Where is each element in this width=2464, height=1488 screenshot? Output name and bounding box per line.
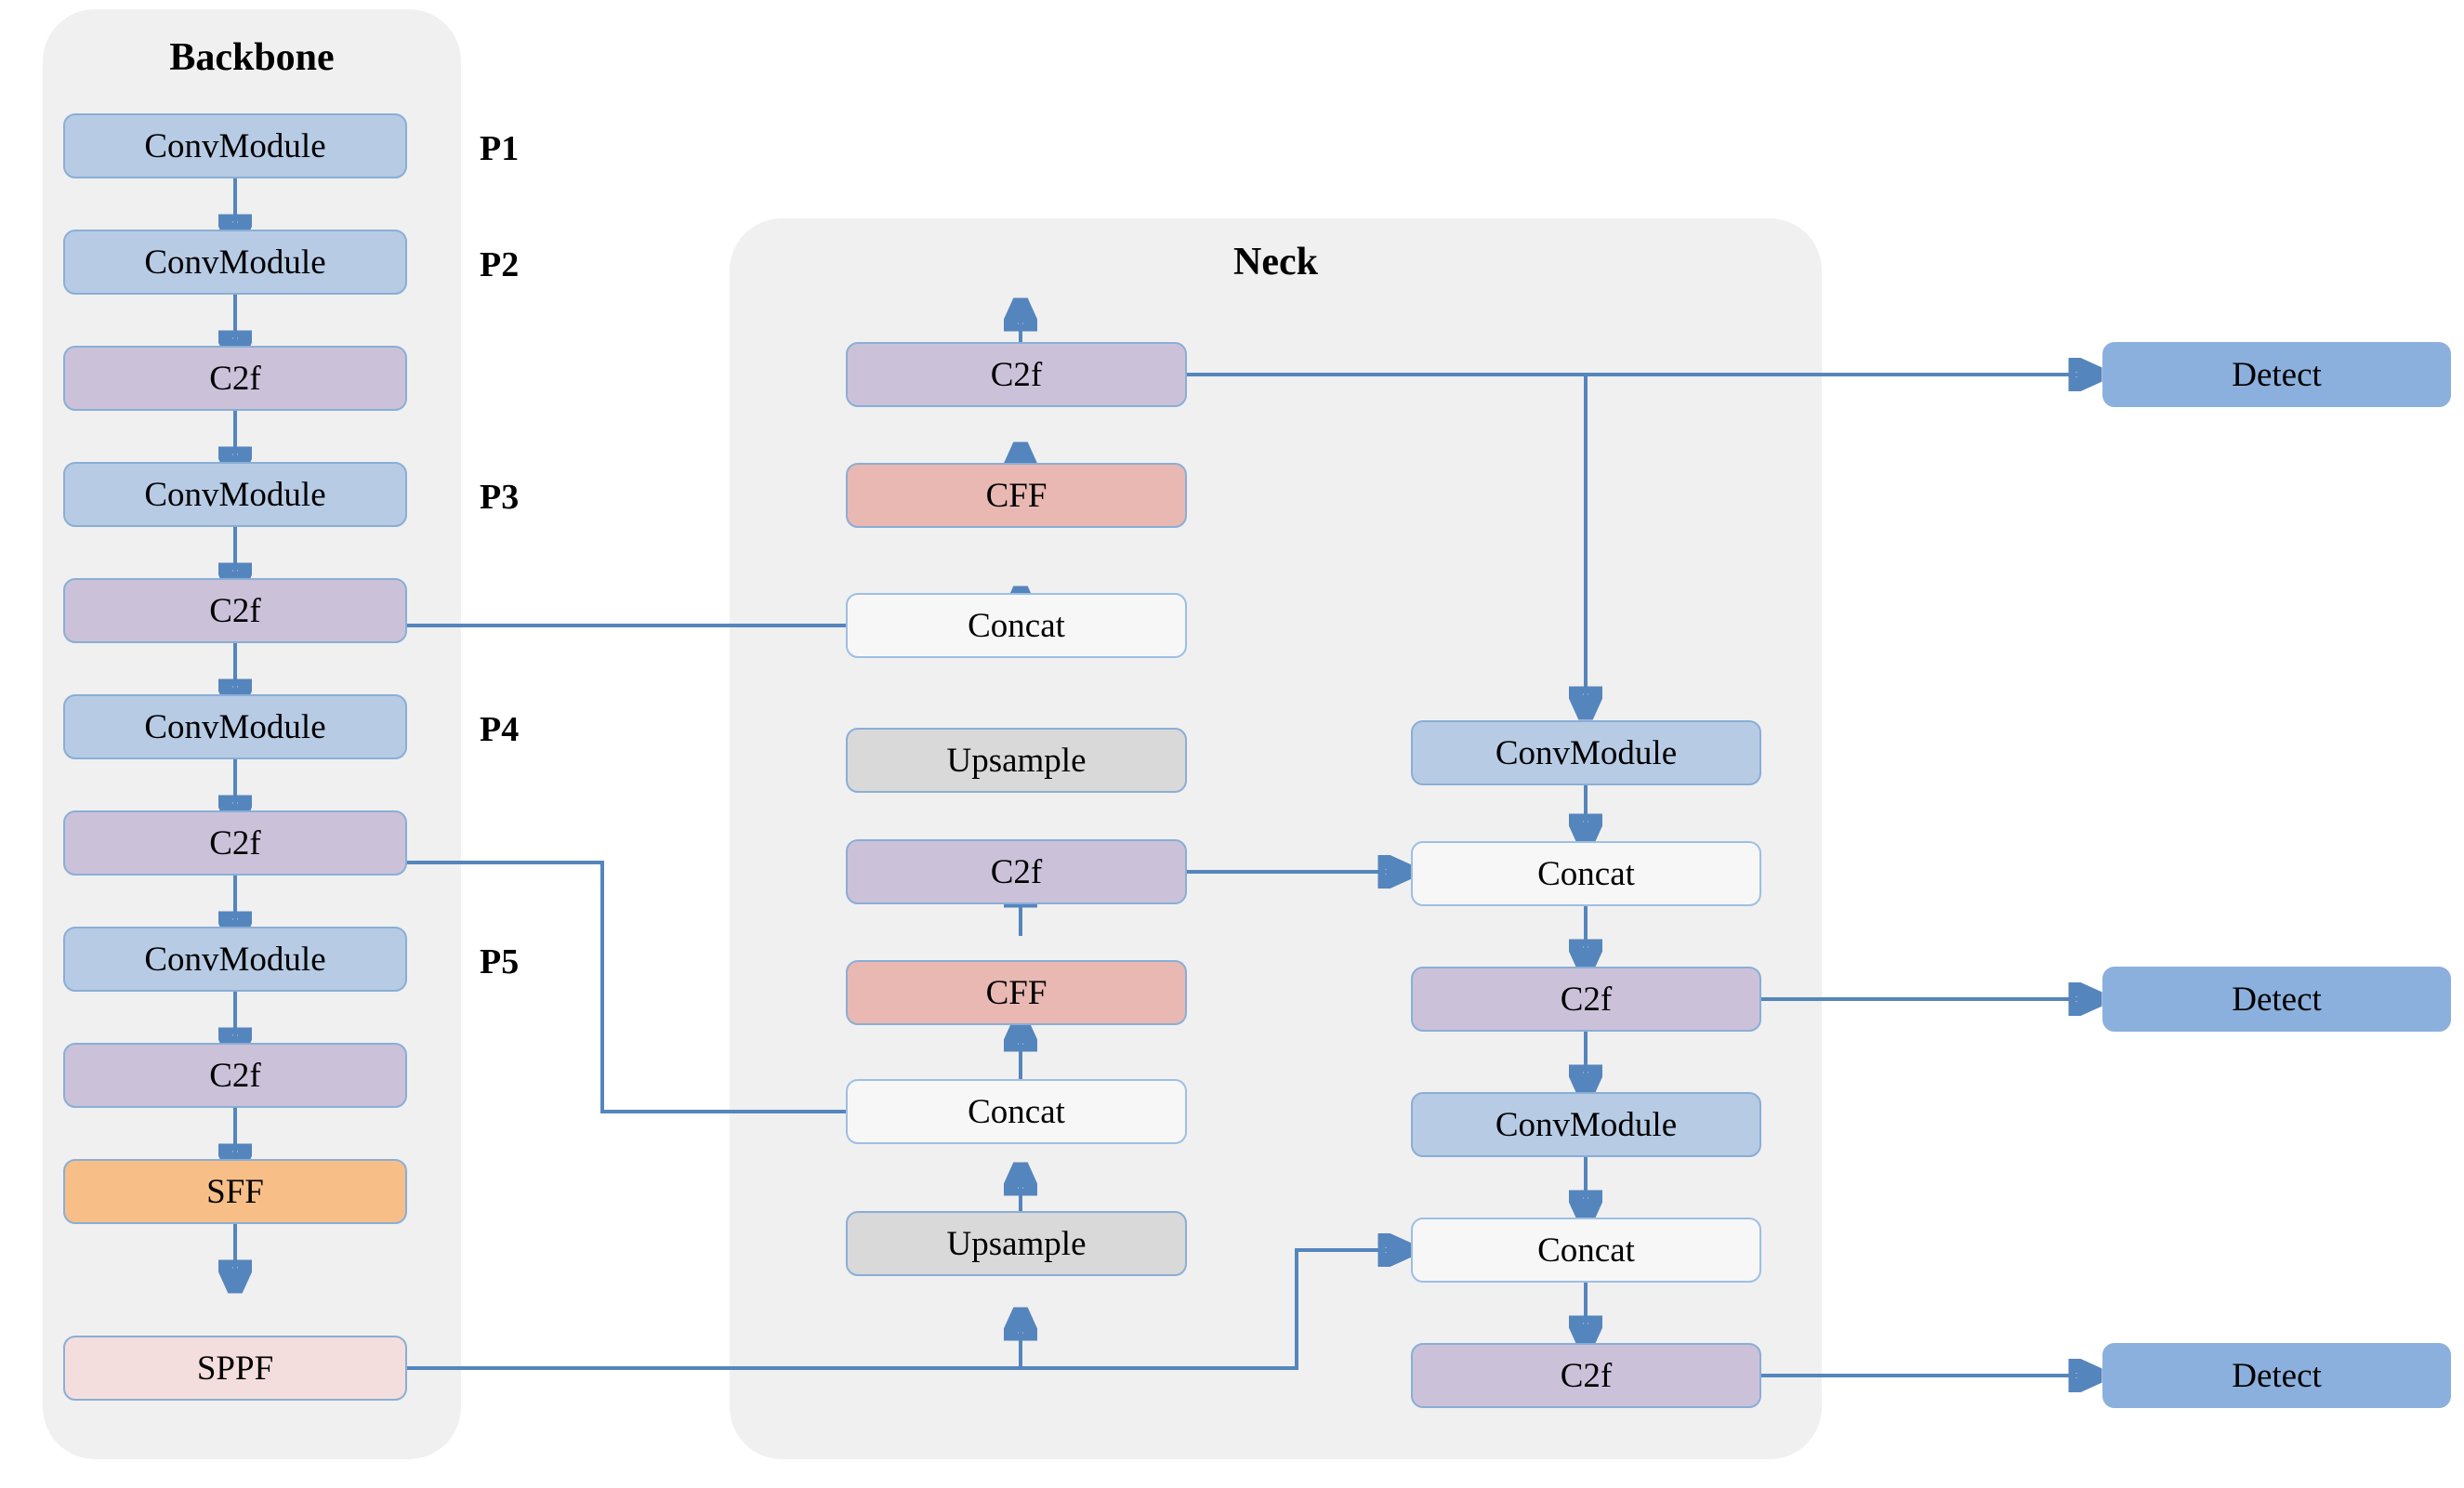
stage-label-p5: P5 (480, 942, 520, 981)
neck-node-concat-3[interactable]: Concat (1411, 841, 1761, 906)
backbone-title: Backbone (169, 36, 335, 79)
detect-head-1[interactable]: Detect (2102, 342, 2451, 407)
neck-node-convmodule-2[interactable]: ConvModule (1411, 1092, 1761, 1157)
neck-node-concat-4[interactable]: Concat (1411, 1218, 1761, 1283)
neck-node-upsample-1[interactable]: Upsample (846, 728, 1187, 793)
neck-node-c2f-mid[interactable]: C2f (846, 839, 1187, 904)
stage-label-p1: P1 (480, 129, 520, 168)
stage-label-p2: P2 (480, 245, 520, 284)
backbone-node-c2f-4[interactable]: C2f (63, 1043, 407, 1108)
neck-node-cff-mid[interactable]: CFF (846, 960, 1187, 1025)
neck-node-concat-2[interactable]: Concat (846, 1079, 1187, 1144)
stage-label-p4: P4 (480, 710, 520, 749)
neck-node-c2f-right-bottom[interactable]: C2f (1411, 1343, 1761, 1408)
detect-head-2[interactable]: Detect (2102, 967, 2451, 1032)
backbone-node-convmodule-4[interactable]: ConvModule (63, 694, 407, 759)
backbone-node-convmodule-2[interactable]: ConvModule (63, 230, 407, 295)
backbone-node-sff[interactable]: SFF (63, 1159, 407, 1224)
backbone-node-c2f-1[interactable]: C2f (63, 346, 407, 411)
neck-node-cff-top[interactable]: CFF (846, 463, 1187, 528)
backbone-node-convmodule-1[interactable]: ConvModule (63, 113, 407, 178)
detect-head-3[interactable]: Detect (2102, 1343, 2451, 1408)
neck-node-upsample-2[interactable]: Upsample (846, 1211, 1187, 1276)
backbone-node-convmodule-3[interactable]: ConvModule (63, 462, 407, 527)
stage-label-p3: P3 (480, 478, 520, 517)
neck-node-c2f-top[interactable]: C2f (846, 342, 1187, 407)
neck-node-concat-1[interactable]: Concat (846, 593, 1187, 658)
backbone-node-sppf[interactable]: SPPF (63, 1336, 407, 1401)
backbone-node-convmodule-5[interactable]: ConvModule (63, 927, 407, 992)
neck-node-c2f-right-mid[interactable]: C2f (1411, 967, 1761, 1032)
backbone-node-c2f-3[interactable]: C2f (63, 810, 407, 876)
neck-title: Neck (1233, 241, 1318, 283)
neck-node-convmodule-1[interactable]: ConvModule (1411, 720, 1761, 785)
backbone-node-c2f-2[interactable]: C2f (63, 578, 407, 643)
